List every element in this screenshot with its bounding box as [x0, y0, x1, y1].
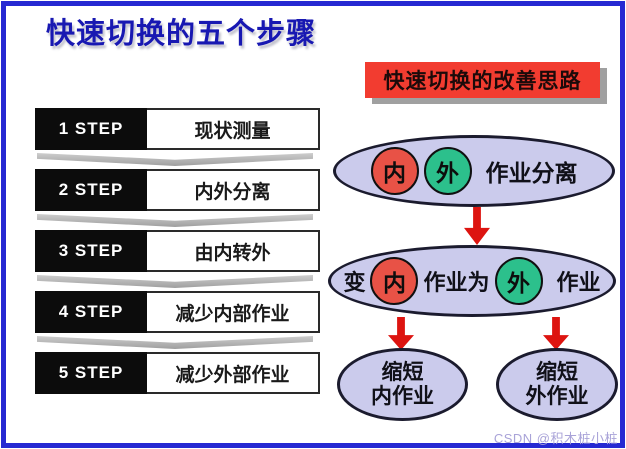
internal-work-circle: 内 — [370, 147, 419, 195]
step-number-box: 2 STEP — [35, 169, 147, 211]
conversion-suffix: 作业 — [556, 270, 601, 295]
shorten-internal-ellipse: 缩短 内作业 — [337, 348, 468, 421]
steps-list: 1 STEP 现状测量 2 STEP 内外分离 3 STEP 由内转外 4 ST… — [35, 108, 320, 394]
conversion-ellipse: 变 内 作业为 外 作业 — [328, 245, 616, 317]
step-row: 1 STEP 现状测量 — [35, 108, 320, 150]
chevron-down-separator — [37, 336, 313, 349]
step-number-box: 5 STEP — [35, 352, 147, 394]
watermark: CSDN @积木桩小桩 — [493, 431, 618, 446]
separation-ellipse: 内 外 作业分离 — [333, 135, 615, 207]
chevron-down-separator — [37, 153, 313, 166]
step-text-box: 减少外部作业 — [147, 352, 320, 394]
internal-work-circle: 内 — [370, 257, 419, 305]
shorten-internal-label: 缩短 内作业 — [371, 361, 434, 408]
shorten-external-line1: 缩短 — [536, 360, 578, 384]
conversion-middle: 作业为 — [423, 270, 490, 295]
step-row: 4 STEP 减少内部作业 — [35, 291, 320, 333]
step-number-box: 3 STEP — [35, 230, 147, 272]
shorten-internal-line2: 内作业 — [371, 384, 434, 408]
down-arrow-icon — [543, 317, 569, 350]
shorten-external-line2: 外作业 — [525, 384, 589, 408]
external-work-circle: 外 — [494, 257, 543, 305]
shorten-internal-line1: 缩短 — [381, 360, 424, 384]
conversion-prefix: 变 — [343, 270, 366, 295]
step-number-box: 4 STEP — [35, 291, 147, 333]
separation-label: 作业分离 — [485, 160, 578, 186]
step-row: 2 STEP 内外分离 — [35, 169, 320, 211]
chevron-down-separator — [37, 214, 313, 227]
improvement-header: 快速切换的改善思路 — [365, 62, 600, 98]
step-text-box: 减少内部作业 — [147, 291, 320, 333]
step-row: 5 STEP 减少外部作业 — [35, 352, 320, 394]
shorten-external-label: 缩短 外作业 — [526, 361, 589, 408]
step-text-box: 内外分离 — [147, 169, 320, 211]
step-number-box: 1 STEP — [35, 108, 147, 150]
down-arrow-icon — [464, 207, 490, 245]
page-title: 快速切换的五个步骤 — [46, 18, 317, 50]
external-work-circle: 外 — [423, 147, 472, 195]
step-row: 3 STEP 由内转外 — [35, 230, 320, 272]
chevron-down-separator — [37, 275, 313, 288]
down-arrow-icon — [388, 317, 414, 350]
step-text-box: 由内转外 — [147, 230, 320, 272]
shorten-external-ellipse: 缩短 外作业 — [496, 348, 618, 421]
step-text-box: 现状测量 — [147, 108, 320, 150]
